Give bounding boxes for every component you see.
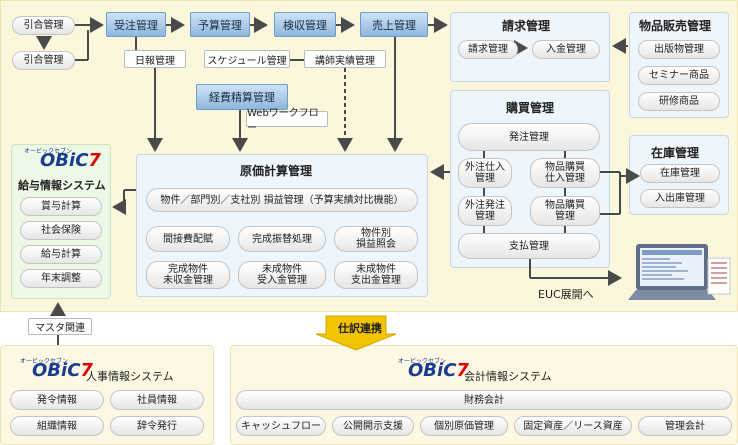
individual-cost-management[interactable]: 個別原価管理 <box>420 416 508 436</box>
daily-report-management[interactable]: 日報管理 <box>124 50 186 68</box>
financial-accounting[interactable]: 財務会計 <box>236 390 732 410</box>
payment-management[interactable]: 支払管理 <box>458 233 600 259</box>
appointment-info[interactable]: 発令情報 <box>10 390 104 410</box>
inspection-management[interactable]: 検収管理 <box>274 12 336 37</box>
hr-logo-small: オービックセブン <box>20 358 69 365</box>
cost-title: 原価計算管理 <box>240 164 313 178</box>
euc-label: EUC展開へ <box>538 288 594 301</box>
order-management-purchase[interactable]: 発注管理 <box>458 123 600 151</box>
management-accounting[interactable]: 管理会計 <box>638 416 732 436</box>
computer-icon <box>628 244 731 300</box>
payroll-logo-small: オービックセブン <box>24 148 73 155</box>
salary-calculation[interactable]: 給与計算 <box>20 245 102 264</box>
overhead-allocation[interactable]: 間接費配賦 <box>146 226 230 252</box>
uncompleted-receipts[interactable]: 未成物件 受入金管理 <box>238 261 326 289</box>
accounting-logo-small: オービックセブン <box>398 358 447 365</box>
payroll-title: 給与情報システム <box>18 179 106 192</box>
employee-info[interactable]: 社員情報 <box>110 390 204 410</box>
inventory-item[interactable]: 在庫管理 <box>640 164 720 183</box>
billing-title: 請求管理 <box>502 19 551 33</box>
payroll-logo: OBiC7 <box>40 150 101 171</box>
product-sales-item[interactable]: 出版物管理 <box>638 40 720 59</box>
master-link-label: マスタ関連 <box>28 318 92 335</box>
product-sales-item[interactable]: セミナー商品 <box>638 66 720 85</box>
goods-purchase-receipt-management[interactable]: 物品購買 仕入管理 <box>530 158 600 188</box>
inquiry-management-2[interactable]: 引合管理 <box>12 51 75 70</box>
appointment-issue[interactable]: 辞令発行 <box>110 416 204 436</box>
inquiry-management-1[interactable]: 引合管理 <box>12 16 75 35</box>
cash-flow[interactable]: キャッシュフロー <box>236 416 326 436</box>
product-sales-item[interactable]: 研修商品 <box>638 92 720 111</box>
hr-logo: OBiC7 <box>32 360 93 381</box>
budget-management[interactable]: 予算管理 <box>190 12 250 37</box>
hr-title: 人事情報システム <box>86 370 174 383</box>
completion-transfer[interactable]: 完成振替処理 <box>238 226 326 252</box>
disclosure-support[interactable]: 公開開示支援 <box>332 416 414 436</box>
product-sales-title: 物品販売管理 <box>639 19 712 33</box>
accounting-title: 会計情報システム <box>464 370 552 383</box>
instructor-results-management[interactable]: 講師実績管理 <box>304 50 386 68</box>
schedule-management[interactable]: スケジュール管理 <box>204 50 290 68</box>
bonus-calculation[interactable]: 賞与計算 <box>20 197 102 216</box>
purchase-title: 購買管理 <box>506 101 555 115</box>
payment-receipt-item[interactable]: 入金管理 <box>532 40 600 59</box>
sales-management[interactable]: 売上管理 <box>360 12 428 37</box>
accounting-logo: OBiC7 <box>408 360 469 381</box>
uncompleted-expenses[interactable]: 未成物件 支出金管理 <box>334 261 418 289</box>
expense-settlement-management[interactable]: 経費精算管理 <box>196 84 288 110</box>
completed-receivables[interactable]: 完成物件 未収金管理 <box>146 261 230 289</box>
year-end-adjustment[interactable]: 年末調整 <box>20 269 102 288</box>
outsource-order-management[interactable]: 外注発注 管理 <box>458 196 512 226</box>
outsource-purchase-management[interactable]: 外注仕入 管理 <box>458 158 512 188</box>
social-insurance[interactable]: 社会保険 <box>20 221 102 240</box>
property-profit-inquiry[interactable]: 物件別 損益照会 <box>334 226 418 252</box>
web-workflow[interactable]: Webワークフロー <box>246 108 328 134</box>
inventory-title: 在庫管理 <box>651 146 700 160</box>
billing-item[interactable]: 請求管理 <box>458 40 518 59</box>
goods-purchase-management[interactable]: 物品購買 管理 <box>530 196 600 226</box>
order-management[interactable]: 受注管理 <box>106 12 166 37</box>
journal-link-label: 仕訳連携 <box>338 322 382 335</box>
profit-loss-management[interactable]: 物件／部門別／支社別 損益管理（予算実績対比機能） <box>146 188 418 212</box>
organization-info[interactable]: 組織情報 <box>10 416 104 436</box>
stock-in-out-item[interactable]: 入出庫管理 <box>640 189 720 208</box>
fixed-lease-assets[interactable]: 固定資産／リース資産 <box>514 416 632 436</box>
